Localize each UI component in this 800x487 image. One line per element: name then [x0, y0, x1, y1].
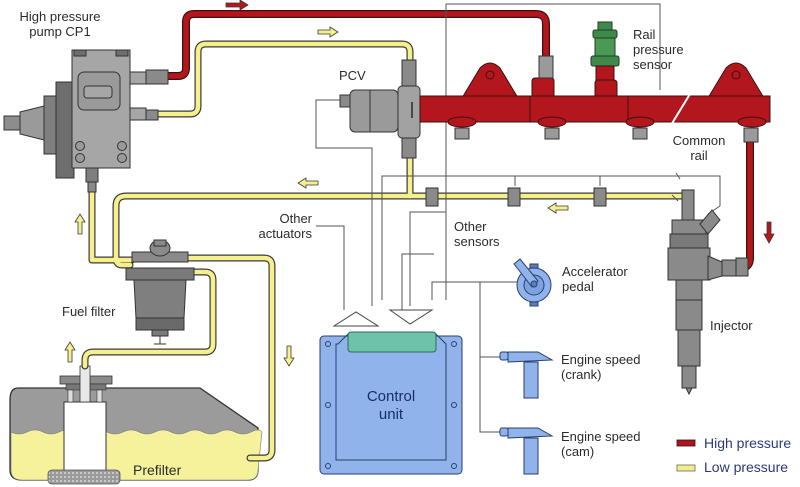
ecu-connector	[347, 331, 437, 353]
label-control-unit-line2: unit	[378, 406, 404, 423]
label-accelerator-line1: Accelerator	[562, 264, 628, 279]
return-line-connectors	[425, 187, 607, 207]
high-pressure-pump	[3, 49, 169, 193]
label-fuel-filter: Fuel filter	[62, 304, 116, 319]
label-pump: High pressure pump CP1	[8, 9, 112, 39]
flow-arrow-down-high	[763, 221, 775, 244]
legend-label-high: High pressure	[704, 435, 792, 451]
label-prefilter: Prefilter	[133, 462, 182, 478]
label-cam-line1: Engine speed	[561, 429, 641, 444]
label-crank-sensor: Engine speed (crank)	[561, 352, 641, 382]
fuel-tank	[9, 365, 263, 485]
label-rail-sensor-line3: sensor	[633, 57, 673, 72]
legend-swatch-high	[676, 439, 696, 447]
label-control-unit: Control unit	[350, 388, 432, 424]
flow-arrow-high-top	[225, 0, 249, 11]
label-other-actuators-line1: Other	[279, 211, 312, 226]
cam-speed-sensor	[499, 427, 554, 475]
label-common-rail: Common rail	[664, 133, 734, 163]
label-pump-line1: High pressure	[19, 9, 101, 24]
fuel-filter	[125, 239, 195, 345]
flow-arrow-low-top	[317, 26, 339, 38]
label-pump-line2: pump CP1	[29, 24, 91, 39]
label-common-rail-line1: Common	[672, 133, 726, 148]
legend-label-low: Low pressure	[704, 459, 789, 475]
accelerator-pedal-sensor	[513, 258, 552, 307]
label-crank-line1: Engine speed	[561, 352, 641, 367]
label-cam-line2: (cam)	[561, 444, 595, 459]
legend-swatch-low	[676, 464, 696, 472]
label-accelerator-line2: pedal	[562, 279, 594, 294]
crank-speed-sensor	[499, 351, 554, 399]
label-injector: Injector	[710, 318, 753, 333]
wiring	[315, 3, 721, 433]
label-rail-sensor-line2: pressure	[633, 42, 684, 57]
common-rail	[419, 55, 771, 143]
label-rail-sensor-line1: Rail	[633, 27, 656, 42]
injector	[667, 189, 749, 396]
label-other-actuators-line2: actuators	[258, 226, 312, 241]
prefilter-mesh	[47, 469, 121, 485]
label-other-sensors-line2: sensors	[454, 234, 500, 249]
label-accelerator-pedal: Accelerator pedal	[562, 264, 628, 294]
actuator-output-arrow	[332, 311, 380, 327]
label-pcv: PCV	[339, 68, 366, 83]
label-other-sensors-line1: Other	[454, 219, 487, 234]
flow-arrows	[64, 0, 775, 367]
flow-arrow-low-return	[297, 177, 319, 189]
label-other-sensors: Other sensors	[454, 219, 500, 249]
sensor-input-arrow	[388, 309, 434, 325]
label-rail-pressure-sensor: Rail pressure sensor	[633, 27, 684, 72]
flow-arrow-down-return	[283, 345, 295, 367]
low-pressure-lines	[81, 40, 694, 462]
label-crank-line2: (crank)	[561, 367, 602, 382]
label-common-rail-line2: rail	[690, 148, 708, 163]
flow-arrow-low-rail	[547, 202, 569, 214]
ecu-input-arrows	[332, 309, 434, 327]
label-control-unit-line1: Control	[366, 388, 416, 405]
control-unit[interactable]	[319, 331, 463, 475]
label-other-actuators: Other actuators	[236, 211, 312, 241]
tank-pump-housing	[63, 401, 107, 477]
rail-pressure-sensor	[590, 21, 620, 81]
pressure-control-valve	[339, 59, 421, 159]
flow-arrow-up-pump	[74, 213, 86, 235]
flow-arrow-up-tank	[64, 341, 76, 363]
label-cam-sensor: Engine speed (cam)	[561, 429, 641, 459]
legend	[676, 439, 696, 472]
